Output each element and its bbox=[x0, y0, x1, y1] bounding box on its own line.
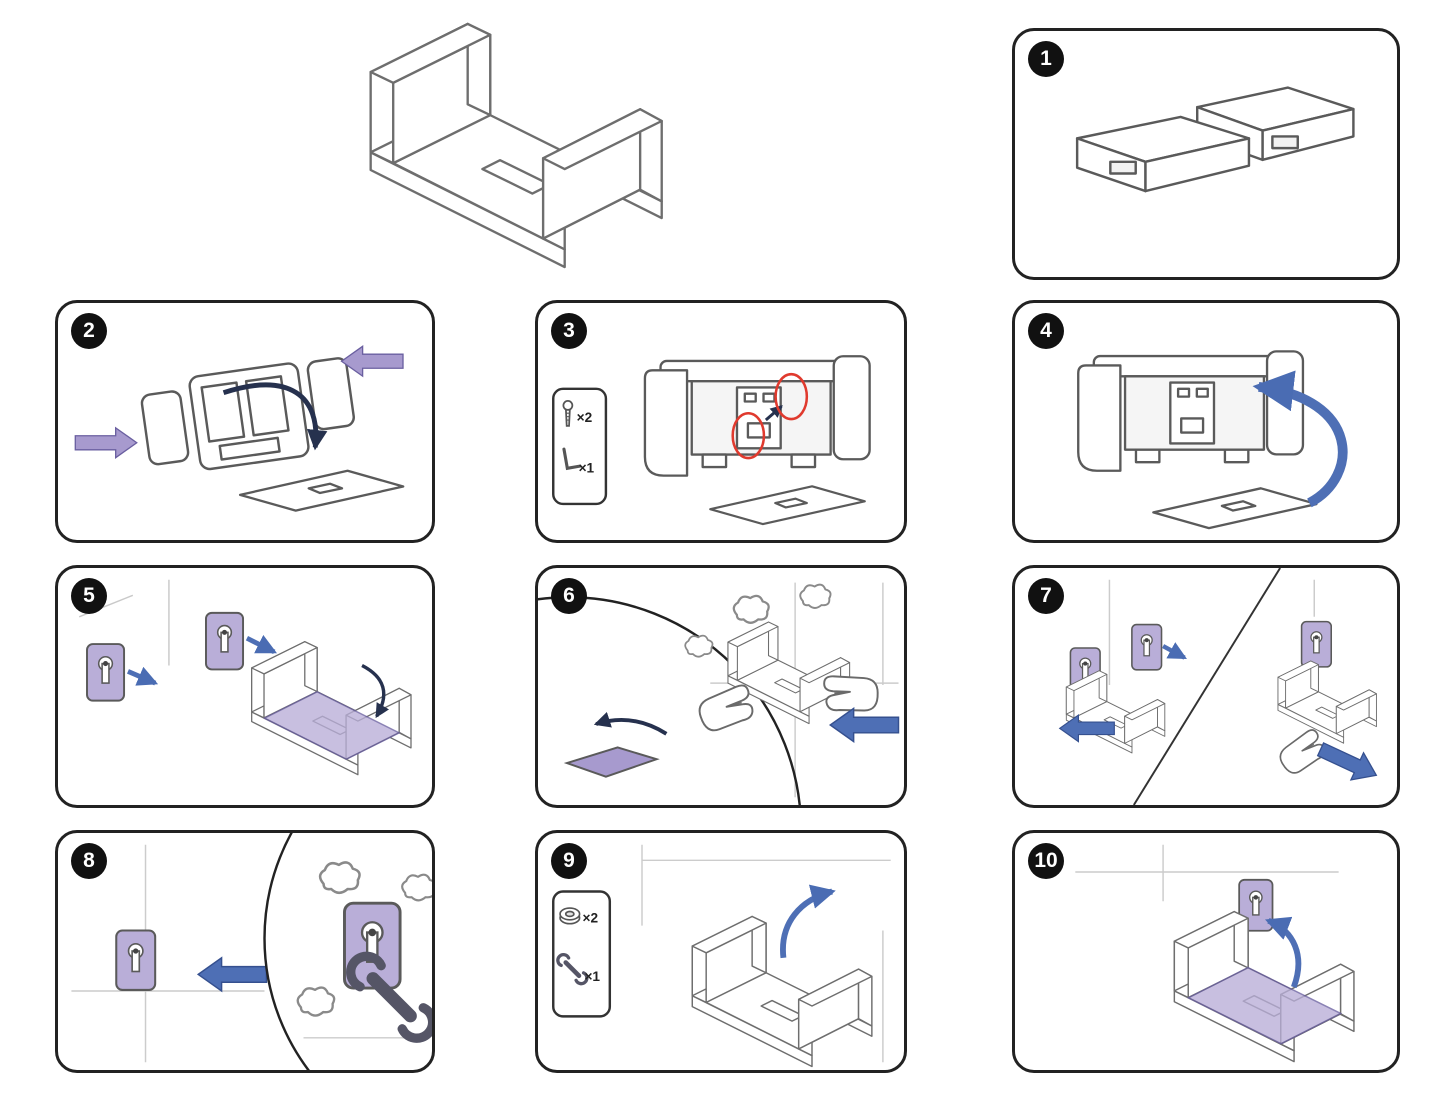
step-badge-10: 10 bbox=[1028, 843, 1064, 879]
wall-plate-icon bbox=[86, 643, 126, 702]
fold-arrow-icon bbox=[222, 382, 328, 451]
wall-tile-line bbox=[641, 844, 891, 1063]
hardware-callout: ×2 ×1 bbox=[552, 387, 608, 506]
dust-puff-icon bbox=[684, 634, 714, 658]
flat-plate bbox=[238, 469, 405, 512]
step-badge-5: 5 bbox=[71, 578, 107, 614]
step-badge-1: 1 bbox=[1028, 41, 1064, 77]
nut-icon bbox=[559, 907, 581, 925]
flat-plate bbox=[709, 485, 866, 526]
step-2-illustration bbox=[74, 345, 405, 512]
step-panel-10: 10 bbox=[1012, 830, 1400, 1073]
step-badge-3: 3 bbox=[551, 313, 587, 349]
step-badge-8: 8 bbox=[71, 843, 107, 879]
two-base-halves bbox=[1075, 86, 1355, 193]
step-panel-8: 8 bbox=[55, 830, 435, 1073]
overview-illustration bbox=[369, 22, 663, 269]
bracket-illustration bbox=[1065, 670, 1166, 754]
wrench-qty: ×1 bbox=[584, 969, 600, 984]
dust-puff-icon bbox=[296, 986, 336, 1017]
screw-qty: ×2 bbox=[577, 410, 593, 425]
step-panel-9: 9 ×2 ×1 bbox=[535, 830, 907, 1073]
pull-arrow-right-icon bbox=[1313, 735, 1384, 790]
nut-qty: ×2 bbox=[583, 911, 599, 926]
step-panel-1: 1 bbox=[1012, 28, 1400, 280]
base-plate-purple bbox=[262, 691, 401, 760]
press-arrow-left-icon bbox=[197, 957, 268, 992]
dust-puff-icon bbox=[799, 583, 832, 609]
hook-arrow-icon bbox=[127, 666, 159, 686]
wall-plate-icon bbox=[1300, 620, 1333, 668]
step-panel-5: 5 bbox=[55, 565, 435, 808]
hardware-callout: ×2 ×1 bbox=[552, 890, 612, 1018]
curved-arrow-icon bbox=[361, 664, 390, 719]
bracket-illustration bbox=[1277, 660, 1377, 744]
red-highlight-circle bbox=[731, 411, 766, 460]
step-badge-6: 6 bbox=[551, 578, 587, 614]
step-badge-7: 7 bbox=[1028, 578, 1064, 614]
step-6-illustration bbox=[538, 582, 900, 805]
hook-arrow-icon bbox=[245, 634, 278, 655]
overview-panel bbox=[270, 15, 700, 280]
flat-plate bbox=[1152, 487, 1318, 530]
assembled-bracket bbox=[369, 22, 663, 269]
wall-plate-icon bbox=[205, 611, 245, 671]
hand-icon bbox=[694, 683, 757, 734]
scene-divider-line bbox=[1132, 568, 1281, 805]
magnifier-arc bbox=[263, 833, 310, 1070]
step-9-illustration: ×2 ×1 bbox=[552, 844, 891, 1068]
dust-puff-icon bbox=[318, 861, 361, 895]
step-panel-2: 2 bbox=[55, 300, 435, 543]
hook-arrow-icon bbox=[1162, 642, 1187, 660]
fold-down-arrow-icon bbox=[1264, 916, 1302, 989]
push-arrow-left-icon bbox=[340, 345, 404, 377]
wall-plate-icon bbox=[115, 929, 157, 991]
press-arrow-left-icon bbox=[829, 707, 900, 743]
step-3-illustration: ×2 ×1 bbox=[552, 355, 871, 526]
hexkey-qty: ×1 bbox=[579, 461, 595, 476]
step-panel-7: 7 bbox=[1012, 565, 1400, 808]
red-highlight-circle bbox=[774, 372, 809, 421]
base-plate-purple bbox=[1186, 966, 1343, 1045]
dust-puff-icon bbox=[401, 873, 432, 902]
step-panel-6: 6 bbox=[535, 565, 907, 808]
adhesive-film bbox=[563, 746, 660, 778]
push-arrow-right-icon bbox=[74, 427, 138, 459]
step-4-illustration bbox=[1077, 350, 1348, 530]
wall-tile-line bbox=[1108, 579, 1315, 686]
center-frame bbox=[188, 362, 310, 471]
wall-plate-icon bbox=[1131, 623, 1163, 671]
step-8-illustration bbox=[71, 833, 432, 1070]
wall-tile-line bbox=[1075, 844, 1339, 902]
step-7-illustration bbox=[1059, 568, 1384, 805]
step-5-illustration bbox=[78, 579, 412, 776]
left-end-cap bbox=[140, 390, 190, 466]
fold-up-arrow-icon bbox=[780, 884, 836, 959]
right-end-cap bbox=[306, 357, 355, 431]
step-badge-9: 9 bbox=[551, 843, 587, 879]
dust-puff-icon bbox=[732, 594, 770, 624]
bracket-rear-view bbox=[1077, 350, 1305, 472]
step-panel-3: 3 ×2 ×1 bbox=[535, 300, 907, 543]
fold-up-arrow-icon bbox=[1252, 370, 1348, 508]
step-1-illustration bbox=[1075, 86, 1355, 193]
step-panel-4: 4 bbox=[1012, 300, 1400, 543]
peel-arrow-icon bbox=[593, 711, 668, 736]
step-badge-2: 2 bbox=[71, 313, 107, 349]
step-badge-4: 4 bbox=[1028, 313, 1064, 349]
step-10-illustration bbox=[1075, 844, 1355, 1063]
